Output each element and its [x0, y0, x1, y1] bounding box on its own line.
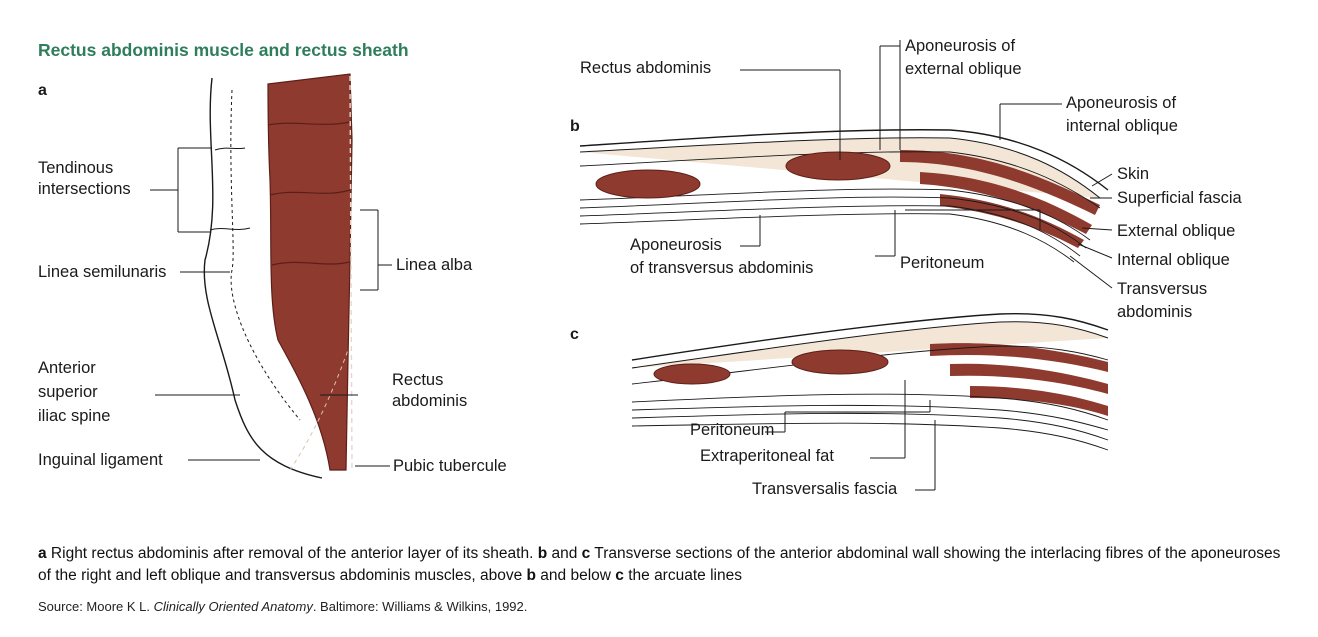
caption-bold-c1: c — [582, 545, 591, 562]
caption-bold-b2: b — [527, 567, 536, 584]
source-suffix: . Baltimore: Williams & Wilkins, 1992. — [313, 599, 528, 614]
panel-c-letter: c — [570, 326, 579, 344]
label-superficial-fascia: Superficial fascia — [1117, 188, 1242, 209]
label-b-rectus-abdominis: Rectus abdominis — [580, 58, 711, 79]
label-apo-int-1: Aponeurosis of — [1066, 93, 1176, 114]
caption-text-2: and — [547, 545, 581, 562]
figure-caption: a Right rectus abdominis after removal o… — [38, 543, 1288, 587]
source-book-title: Clinically Oriented Anatomy — [154, 599, 313, 614]
caption-text-1: Right rectus abdominis after removal of … — [47, 545, 538, 562]
label-external-oblique: External oblique — [1117, 221, 1235, 242]
figure-source: Source: Moore K L. Clinically Oriented A… — [38, 599, 527, 614]
label-apo-ext-1: Aponeurosis of — [905, 36, 1015, 57]
c-rectus-right — [792, 350, 888, 374]
source-prefix: Source: Moore K L. — [38, 599, 154, 614]
label-inguinal-ligament: Inguinal ligament — [38, 450, 163, 471]
label-apo-ext-2: external oblique — [905, 59, 1022, 80]
label-asis-3: iliac spine — [38, 406, 110, 427]
label-transversus-2: abdominis — [1117, 302, 1192, 323]
label-transversus-1: Transversus — [1117, 279, 1207, 300]
label-b-peritoneum: Peritoneum — [900, 253, 984, 274]
caption-bold-c2: c — [615, 567, 624, 584]
label-tendinous-2: intersections — [38, 179, 131, 200]
caption-bold-a: a — [38, 545, 47, 562]
caption-text-5: the arcuate lines — [624, 567, 742, 584]
label-rectus-2: abdominis — [392, 391, 467, 412]
label-c-peritoneum: Peritoneum — [690, 420, 774, 441]
label-linea-semilunaris: Linea semilunaris — [38, 262, 166, 283]
label-pubic-tubercule: Pubic tubercule — [393, 456, 507, 477]
label-extraperitoneal-fat: Extraperitoneal fat — [700, 446, 834, 467]
label-linea-alba: Linea alba — [396, 255, 472, 276]
c-muscle-band-3 — [970, 386, 1108, 416]
label-tendinous-1: Tendinous — [38, 158, 113, 179]
b-rectus-right — [786, 152, 890, 180]
caption-text-4: and below — [536, 567, 615, 584]
label-apo-trans-1: Aponeurosis — [630, 235, 722, 256]
label-apo-int-2: internal oblique — [1066, 116, 1178, 137]
label-transversalis-fascia: Transversalis fascia — [752, 479, 897, 500]
label-rectus-1: Rectus — [392, 370, 443, 391]
label-asis-2: superior — [38, 382, 98, 403]
caption-bold-b1: b — [538, 545, 547, 562]
c-rectus-left — [654, 364, 730, 384]
label-asis-1: Anterior — [38, 358, 96, 379]
label-internal-oblique: Internal oblique — [1117, 250, 1230, 271]
panel-a-letter: a — [38, 82, 47, 100]
label-skin: Skin — [1117, 164, 1149, 185]
label-apo-trans-2: of transversus abdominis — [630, 258, 813, 279]
b-rectus-left — [596, 170, 700, 198]
panel-b-letter: b — [570, 118, 580, 136]
